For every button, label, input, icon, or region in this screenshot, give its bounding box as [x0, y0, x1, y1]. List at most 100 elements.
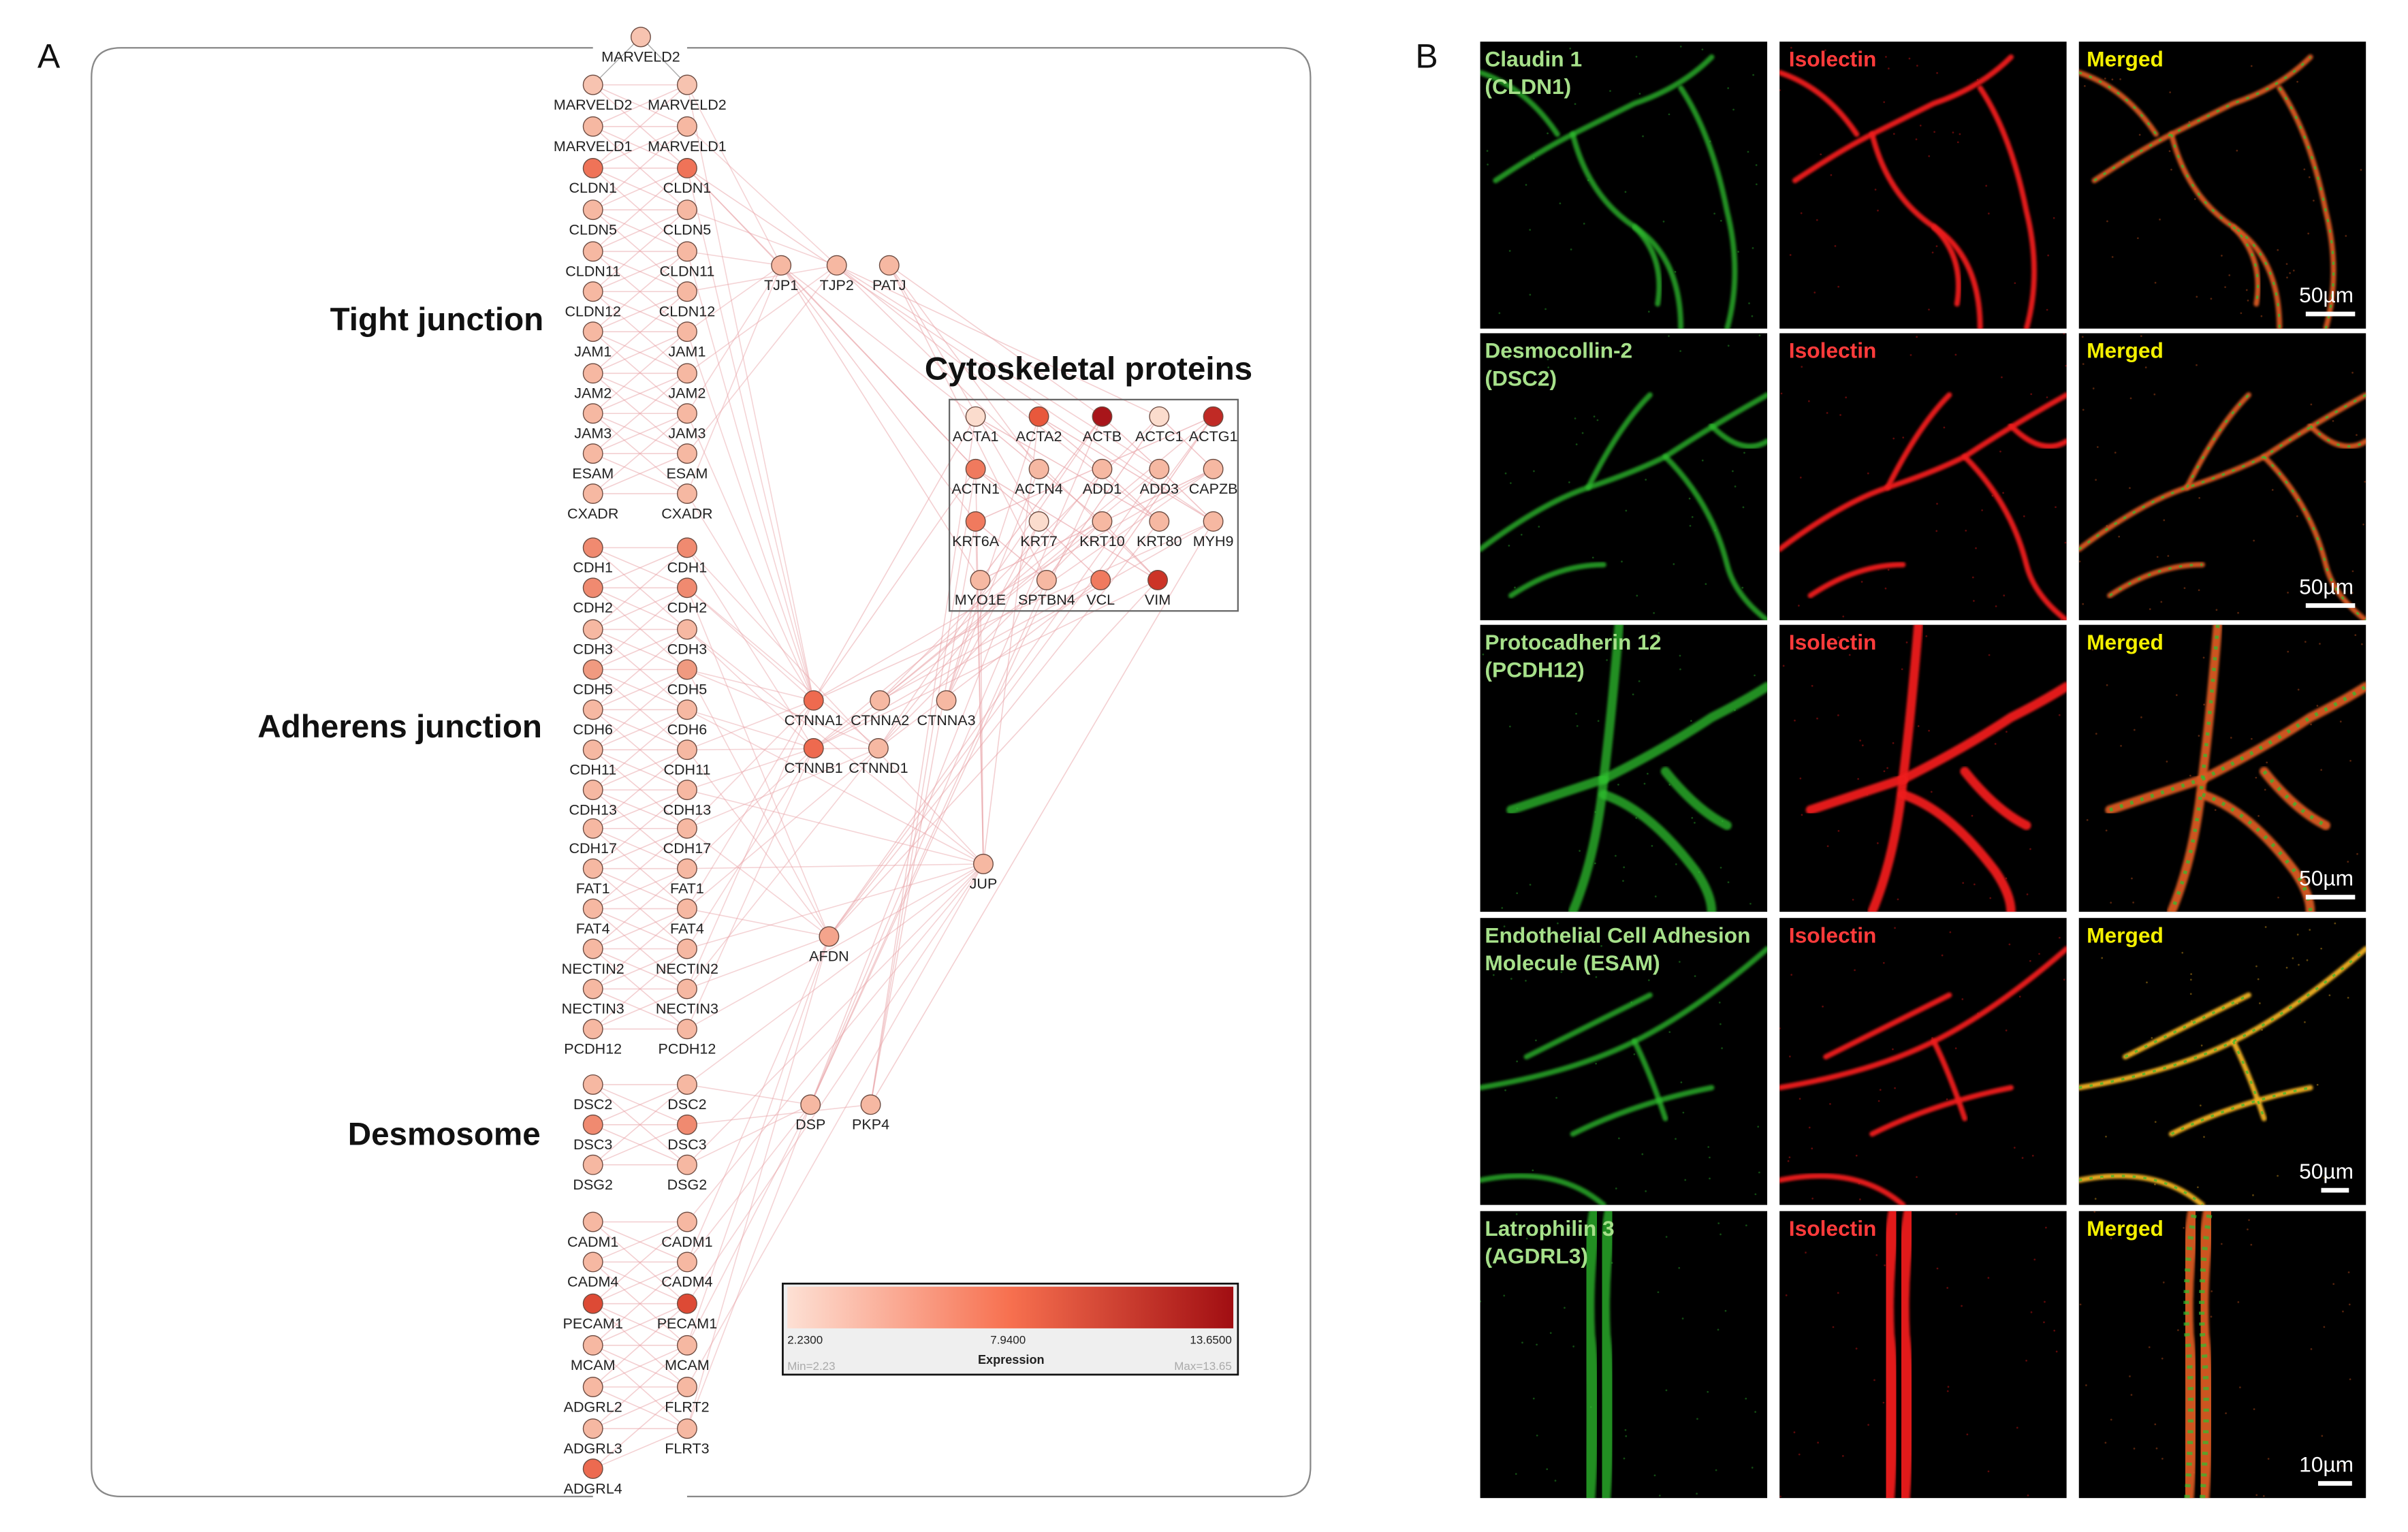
- node-circle[interactable]: [676, 116, 697, 137]
- node-circle[interactable]: [676, 1251, 697, 1273]
- node-circle[interactable]: [860, 1094, 881, 1115]
- node-circle[interactable]: [582, 1154, 603, 1175]
- node-circle[interactable]: [800, 1094, 821, 1115]
- node-cdh3[interactable]: CDH3: [573, 619, 613, 658]
- node-cdh13[interactable]: CDH13: [663, 780, 712, 818]
- node-circle[interactable]: [676, 483, 697, 505]
- node-cdh11[interactable]: CDH11: [569, 739, 616, 778]
- node-circle[interactable]: [970, 570, 991, 590]
- node-cdh17[interactable]: CDH17: [663, 818, 712, 857]
- node-ctnnd1[interactable]: CTNND1: [849, 737, 908, 777]
- node-circle[interactable]: [1036, 570, 1057, 590]
- node-marveld1[interactable]: MARVELD1: [554, 116, 633, 155]
- node-nectin3[interactable]: NECTIN3: [562, 978, 624, 1017]
- node-dsc2[interactable]: DSC2: [667, 1074, 707, 1113]
- node-cldn12[interactable]: CLDN12: [659, 281, 716, 320]
- node-circle[interactable]: [582, 1293, 603, 1314]
- node-marveld2[interactable]: MARVELD2: [648, 74, 727, 113]
- node-jam3[interactable]: JAM3: [574, 403, 612, 442]
- node-circle[interactable]: [1028, 406, 1049, 427]
- node-circle[interactable]: [676, 1074, 697, 1095]
- node-ctnnb1[interactable]: CTNNB1: [785, 737, 843, 777]
- node-cldn12[interactable]: CLDN12: [565, 281, 621, 320]
- node-pecam1[interactable]: PECAM1: [563, 1293, 623, 1332]
- node-ctnna1[interactable]: CTNNA1: [785, 690, 843, 729]
- node-cldn5[interactable]: CLDN5: [569, 200, 617, 238]
- node-circle[interactable]: [582, 74, 603, 95]
- node-circle[interactable]: [819, 926, 840, 947]
- node-circle[interactable]: [1149, 511, 1170, 532]
- node-nectin2[interactable]: NECTIN2: [562, 938, 624, 977]
- node-circle[interactable]: [1090, 570, 1111, 590]
- node-circle[interactable]: [676, 74, 697, 95]
- node-circle[interactable]: [965, 406, 986, 427]
- node-tjp2[interactable]: TJP2: [820, 255, 854, 293]
- node-actn4[interactable]: ACTN4: [1015, 458, 1063, 498]
- node-cadm4[interactable]: CADM4: [567, 1251, 618, 1290]
- node-cdh13[interactable]: CDH13: [569, 780, 617, 818]
- node-jam2[interactable]: JAM2: [668, 363, 706, 402]
- node-marveld1[interactable]: MARVELD1: [648, 116, 727, 155]
- node-circle[interactable]: [631, 27, 651, 48]
- node-cxadr[interactable]: CXADR: [567, 483, 618, 522]
- node-circle[interactable]: [676, 780, 697, 801]
- node-cldn11[interactable]: CLDN11: [565, 241, 620, 280]
- node-circle[interactable]: [1092, 406, 1113, 427]
- node-circle[interactable]: [582, 1019, 603, 1040]
- node-circle[interactable]: [676, 1019, 697, 1040]
- node-circle[interactable]: [676, 1114, 697, 1135]
- node-marveld2[interactable]: MARVELD2: [601, 27, 680, 65]
- node-dsp[interactable]: DSP: [795, 1094, 825, 1133]
- node-tjp1[interactable]: TJP1: [764, 255, 798, 293]
- node-circle[interactable]: [1092, 458, 1113, 479]
- node-circle[interactable]: [582, 403, 603, 424]
- node-cadm1[interactable]: CADM1: [567, 1211, 618, 1250]
- node-cdh6[interactable]: CDH6: [667, 699, 708, 738]
- node-circle[interactable]: [582, 443, 603, 464]
- node-myh9[interactable]: MYH9: [1193, 511, 1234, 550]
- node-mcam[interactable]: MCAM: [665, 1335, 710, 1374]
- node-vcl[interactable]: VCL: [1086, 570, 1115, 609]
- node-circle[interactable]: [1203, 511, 1224, 532]
- node-sptbn4[interactable]: SPTBN4: [1018, 570, 1075, 609]
- node-pcdh12[interactable]: PCDH12: [658, 1019, 716, 1057]
- node-circle[interactable]: [676, 321, 697, 342]
- node-circle[interactable]: [582, 363, 603, 384]
- node-capzb[interactable]: CAPZB: [1189, 458, 1238, 498]
- node-patj[interactable]: PATJ: [872, 255, 906, 293]
- node-cdh5[interactable]: CDH5: [667, 659, 708, 698]
- node-circle[interactable]: [582, 818, 603, 839]
- node-circle[interactable]: [676, 1211, 697, 1232]
- node-circle[interactable]: [582, 1458, 603, 1480]
- node-circle[interactable]: [803, 690, 824, 711]
- node-circle[interactable]: [676, 577, 697, 599]
- node-acta2[interactable]: ACTA2: [1016, 406, 1062, 445]
- node-circle[interactable]: [582, 158, 603, 178]
- node-circle[interactable]: [676, 200, 697, 221]
- node-circle[interactable]: [1149, 406, 1170, 427]
- node-circle[interactable]: [826, 255, 847, 276]
- node-circle[interactable]: [1147, 570, 1168, 590]
- node-dsg2[interactable]: DSG2: [667, 1154, 708, 1193]
- node-circle[interactable]: [676, 1293, 697, 1314]
- node-circle[interactable]: [582, 577, 603, 599]
- node-circle[interactable]: [582, 321, 603, 342]
- node-cadm1[interactable]: CADM1: [661, 1211, 713, 1250]
- node-circle[interactable]: [868, 737, 889, 759]
- node-cxadr[interactable]: CXADR: [661, 483, 713, 522]
- node-actn1[interactable]: ACTN1: [951, 458, 1000, 498]
- node-circle[interactable]: [676, 898, 697, 919]
- node-cldn5[interactable]: CLDN5: [663, 200, 712, 238]
- node-circle[interactable]: [878, 255, 900, 276]
- node-actb[interactable]: ACTB: [1083, 406, 1122, 445]
- node-actc1[interactable]: ACTC1: [1135, 406, 1184, 445]
- node-circle[interactable]: [582, 898, 603, 919]
- node-circle[interactable]: [1028, 458, 1049, 479]
- node-dsc3[interactable]: DSC3: [573, 1114, 612, 1153]
- node-fat1[interactable]: FAT1: [576, 858, 610, 897]
- node-circle[interactable]: [582, 619, 603, 640]
- node-dsg2[interactable]: DSG2: [573, 1154, 613, 1193]
- node-circle[interactable]: [582, 1074, 603, 1095]
- node-krt10[interactable]: KRT10: [1079, 511, 1125, 550]
- node-circle[interactable]: [803, 737, 824, 759]
